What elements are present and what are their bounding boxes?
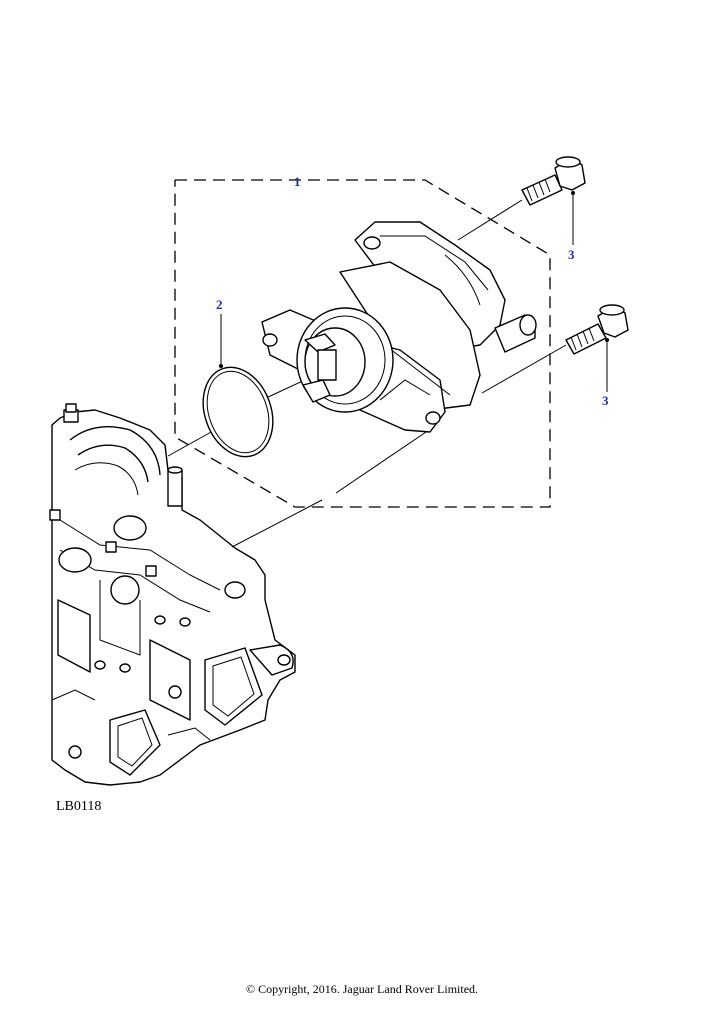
callout-3-upper[interactable]: 3 (568, 247, 575, 262)
bolt-upper (521, 156, 586, 206)
o-ring (202, 366, 274, 458)
callout-1[interactable]: 1 (294, 174, 301, 189)
copyright-notice: © Copyright, 2016. Jaguar Land Rover Lim… (245, 982, 479, 996)
assembly-boundary (174, 179, 551, 508)
bolt-lower (565, 304, 629, 355)
vacuum-pump (261, 221, 537, 433)
engine-block (49, 403, 296, 786)
callout-leaders (219, 191, 609, 392)
callout-2[interactable]: 2 (216, 297, 223, 312)
callout-3-lower[interactable]: 3 (602, 393, 609, 408)
diagram-reference-code: LB0118 (56, 799, 101, 814)
